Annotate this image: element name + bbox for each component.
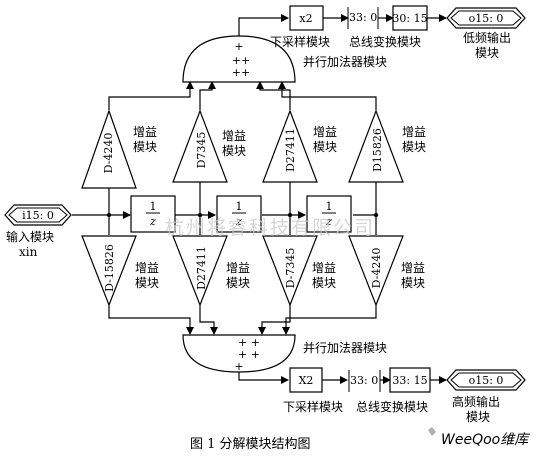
upper-gain-1-label-l1: 增益 <box>133 125 157 139</box>
bottom-bus-label: 总线变换模块 <box>356 399 428 414</box>
input-bus-width: i15: 0 <box>22 209 54 222</box>
top-bus-in: 33: 0 <box>349 11 377 24</box>
lower-gain-4-label: 增益模块 <box>401 261 425 290</box>
delay-3-numerator: 1 <box>326 200 333 213</box>
upper-gain-4-coef: D15826 <box>371 128 384 172</box>
upper-gain-3-label-l1: 增益 <box>313 125 337 139</box>
bottom-adder-sign-2: + + <box>238 348 260 361</box>
lower-gain-1-label-l2: 模块 <box>135 276 159 290</box>
delay-3-denominator: z <box>325 215 332 228</box>
weeqoo-logo: WeeQoo维库 <box>428 427 530 448</box>
top-downsample-block: x2 <box>289 5 324 31</box>
lower-gain-4-coef: D-4240 <box>370 248 383 289</box>
upper-gain-4: D15826 <box>348 109 404 183</box>
lower-gain-1-coef: D-15826 <box>103 244 116 292</box>
input-label: 输入模块 <box>6 229 54 244</box>
top-adder: + ++ ++ <box>182 35 296 83</box>
high-output-label: 高频输出模块 <box>452 394 500 424</box>
figure-caption: 图 1 分解模块结构图 <box>190 437 311 452</box>
upper-gain-3: D27411 <box>262 109 318 183</box>
low-output-bus: o15: 0 <box>469 12 504 25</box>
lower-gain-3-label-l1: 增益 <box>312 261 336 275</box>
upper-gain-2: D7345 <box>172 109 228 183</box>
upper-gain-3-coef: D27411 <box>284 128 297 172</box>
lower-gain-2-coef: D27411 <box>195 246 208 290</box>
bottom-adder-sign-1: + + <box>238 336 260 349</box>
top-adder-sign-1: + <box>234 40 243 53</box>
upper-gain-4-label-l1: 增益 <box>402 125 426 139</box>
upper-gain-2-label-l1: 增益 <box>222 129 246 143</box>
delay-1-denominator: z <box>149 215 156 228</box>
lower-gain-4: D-4240 <box>348 235 404 307</box>
lower-gain-4-label-l1: 增益 <box>401 261 425 275</box>
top-bus-label: 总线变换模块 <box>349 34 421 49</box>
logo-text: WeeQoo维库 <box>441 432 530 448</box>
low-output-label-l1: 低频输出 <box>463 30 511 45</box>
lower-gain-1-label: 增益模块 <box>135 261 159 290</box>
top-adder-label: 并行加法器模块 <box>303 55 387 69</box>
lower-gain-2: D27411 <box>172 235 228 307</box>
upper-gain-1-coef: D-4240 <box>102 133 115 174</box>
upper-gain-4-label-l2: 模块 <box>402 140 426 154</box>
bottom-adder-sign-3: + <box>234 360 243 373</box>
watermark: 杭州将睿科技有限公司 <box>165 217 375 239</box>
top-bus-out: 30: 15 <box>392 12 427 25</box>
top-downsample-factor: x2 <box>299 12 312 25</box>
wires <box>72 14 447 384</box>
bottom-downsample-label: 下采样模块 <box>283 399 343 414</box>
lower-gain-3-label: 增益模块 <box>312 261 336 290</box>
input-signal: xin <box>19 245 38 259</box>
bottom-downsample-factor: X2 <box>299 374 314 387</box>
low-output-label-l2: 模块 <box>475 46 499 60</box>
upper-gain-2-label-l2: 模块 <box>222 144 246 158</box>
low-frequency-output-port: o15: 0 <box>446 7 526 29</box>
high-output-label-l2: 模块 <box>466 410 490 424</box>
upper-gain-3-label-l2: 模块 <box>313 140 337 154</box>
delay-1-numerator: 1 <box>150 200 157 213</box>
top-bus-converter: 33: 0 30: 15 <box>347 5 428 31</box>
upper-gain-2-coef: D7345 <box>195 132 208 169</box>
delay-block-2: 1 z <box>216 195 262 233</box>
lower-gain-1: D-15826 <box>81 235 137 307</box>
lower-gain-2-label: 增益模块 <box>226 261 250 290</box>
low-output-label: 低频输出模块 <box>463 30 511 60</box>
lower-gain-1-label-l1: 增益 <box>135 261 159 275</box>
high-output-label-l1: 高频输出 <box>452 394 500 409</box>
upper-gain-1-label: 增益模块 <box>133 125 157 154</box>
bottom-adder-label: 并行加法器模块 <box>303 341 387 355</box>
delay-block-3: 1 z <box>306 195 352 233</box>
lower-gain-2-label-l2: 模块 <box>226 276 250 290</box>
upper-gain-3-label: 增益模块 <box>313 125 337 154</box>
bottom-bus-in: 33: 0 <box>350 374 378 387</box>
bottom-downsample-block: X2 <box>289 367 323 393</box>
lower-gain-3: D-7345 <box>262 235 318 307</box>
bottom-bus-converter: 33: 0 33: 15 <box>348 367 431 393</box>
high-frequency-output-port: o15: 0 <box>446 369 526 391</box>
lower-gain-2-label-l1: 增益 <box>226 261 250 275</box>
upper-gain-1: D-4240 <box>81 109 137 189</box>
delay-2-denominator: z <box>235 215 242 228</box>
bottom-adder: + + + + + <box>182 334 296 373</box>
bottom-bus-out: 33: 15 <box>392 374 427 387</box>
lower-gain-4-label-l2: 模块 <box>401 276 425 290</box>
input-port: i15: 0 <box>4 204 72 226</box>
high-output-bus: o15: 0 <box>469 374 504 387</box>
lower-gain-3-label-l2: 模块 <box>312 276 336 290</box>
upper-gain-1-label-l2: 模块 <box>133 140 157 154</box>
delay-block-1: 1 z <box>130 195 176 233</box>
top-adder-sign-2: ++ <box>232 54 250 67</box>
lower-gain-3-coef: D-7345 <box>284 248 297 289</box>
upper-gain-4-label: 增益模块 <box>402 125 426 154</box>
top-adder-sign-3: ++ <box>232 66 250 79</box>
upper-gain-2-label: 增益模块 <box>222 129 246 158</box>
delay-2-numerator: 1 <box>236 200 243 213</box>
junction-dots <box>106 212 379 218</box>
top-downsample-label: 下采样模块 <box>270 34 330 49</box>
